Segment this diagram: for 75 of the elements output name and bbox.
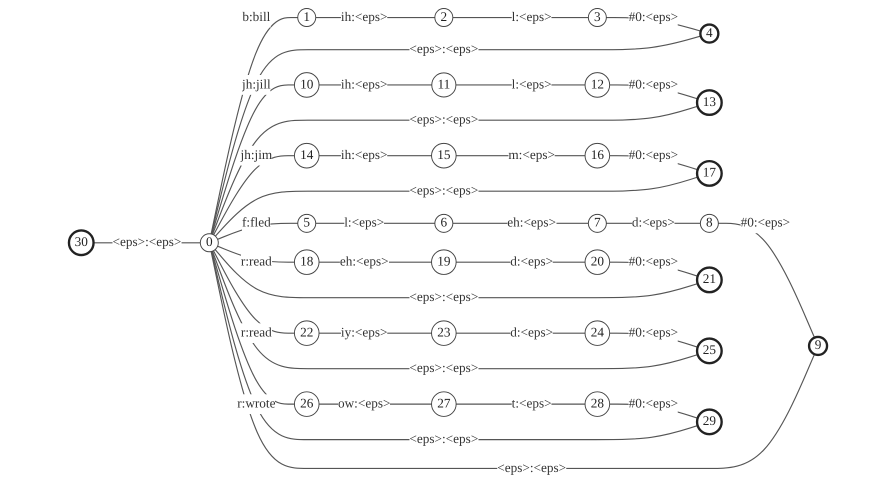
node-circle: 0: [200, 233, 219, 252]
edge-label: d:<eps>: [632, 216, 675, 230]
node-circle: 12: [584, 72, 610, 98]
node-circle: 6: [434, 214, 454, 233]
node-circle: 25: [696, 337, 723, 364]
node-circle: 15: [431, 142, 457, 168]
node-circle: 22: [294, 320, 320, 346]
edge-label: <eps>:<eps>: [497, 461, 566, 476]
connector: [210, 251, 816, 470]
node-circle: 29: [696, 408, 723, 436]
connector: [212, 250, 294, 334]
edge-label: #0:<eps>: [628, 326, 678, 340]
node-circle: 30: [68, 229, 95, 256]
node-circle: 5: [297, 214, 316, 233]
edge-label: #0:<eps>: [740, 216, 790, 230]
node-circle: 24: [584, 320, 610, 346]
node-circle: 4: [699, 23, 720, 44]
node-circle: 3: [588, 8, 607, 27]
edge-label: <eps>:<eps>: [409, 42, 478, 57]
edge-label: <eps>:<eps>: [409, 290, 478, 305]
edge-label: <eps>:<eps>: [409, 113, 478, 128]
edge-label: jh:jim: [240, 148, 272, 163]
connector: [214, 176, 698, 236]
edge-label: d:<eps>: [510, 326, 554, 340]
edge-label: <eps>:<eps>: [409, 362, 478, 376]
edge-label: l:<eps>: [512, 10, 552, 25]
connector: [210, 16, 298, 234]
node-circle: 14: [294, 142, 320, 168]
node-circle: 16: [584, 142, 610, 168]
node-circle: 21: [696, 266, 723, 294]
node-circle: 7: [588, 214, 607, 233]
edge-label: iy:<eps>: [340, 326, 388, 340]
node-circle: 2: [434, 8, 454, 27]
edge-label: #0:<eps>: [628, 397, 678, 412]
node-circle: 8: [700, 214, 719, 233]
node-circle: 23: [431, 320, 457, 346]
edge-label: <eps>:<eps>: [409, 184, 478, 198]
connector: [718, 222, 816, 338]
edge-label: eh:<eps>: [507, 216, 556, 230]
edge-label: #0:<eps>: [628, 255, 678, 270]
edge-label: ih:<eps>: [340, 78, 388, 92]
edge-label: #0:<eps>: [628, 148, 678, 163]
edge-label: b:bill: [242, 10, 270, 25]
node-circle: 11: [431, 72, 456, 98]
edge-label: <eps>:<eps>: [409, 432, 478, 447]
edge-label: r:read: [240, 326, 272, 340]
node-circle: 26: [294, 391, 320, 417]
connector: [213, 155, 294, 236]
edge-label: r:wrote: [237, 397, 276, 412]
edge-label: <eps>:<eps>: [112, 236, 182, 250]
edge-label: f:fled: [242, 216, 271, 230]
edge-label: t:<eps>: [512, 397, 552, 412]
edge-label: ih:<eps>: [340, 148, 388, 163]
edge-label: d:<eps>: [510, 255, 554, 270]
edge-label: jh:jill: [242, 78, 271, 92]
edge-label: ih:<eps>: [340, 10, 388, 25]
node-circle: 17: [696, 160, 723, 187]
edge-label: ow:<eps>: [338, 397, 390, 412]
edge-label: l:<eps>: [512, 78, 552, 92]
connector: [211, 251, 294, 405]
edge-label: l:<eps>: [344, 216, 384, 230]
node-circle: 20: [584, 249, 610, 275]
node-circle: 27: [431, 391, 457, 417]
node-circle: 13: [696, 89, 723, 116]
node-circle: 28: [584, 391, 610, 417]
edge-label: #0:<eps>: [628, 78, 678, 92]
node-circle: 1: [297, 8, 316, 27]
edge-label: m:<eps>: [508, 148, 555, 163]
node-circle: 10: [294, 72, 320, 98]
node-circle: 19: [431, 249, 457, 275]
node-circle: 9: [808, 336, 828, 356]
edge-label: r:read: [240, 255, 272, 270]
edge-label: eh:<eps>: [340, 255, 389, 270]
connector: [211, 84, 294, 234]
node-circle: 18: [294, 249, 320, 275]
